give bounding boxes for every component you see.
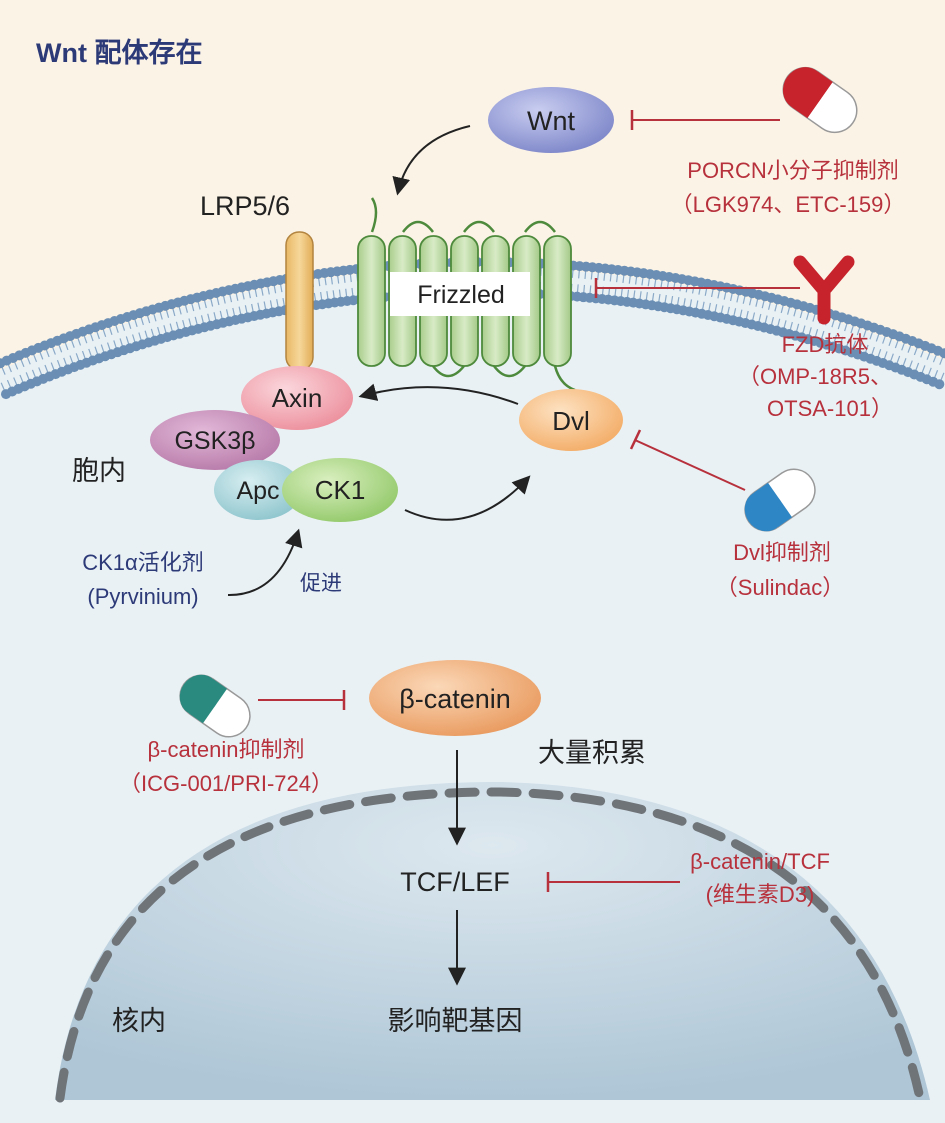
beta-catenin-protein: [369, 660, 541, 736]
frizzled-label: Frizzled: [417, 281, 505, 309]
frizzled-receptor: [357, 197, 576, 392]
axin-protein: [241, 366, 353, 430]
porcn-inhibitor-capsule-icon: [782, 66, 858, 134]
dvl-inhibition-bar: [629, 429, 642, 450]
dvl-inhibition-line: [634, 439, 746, 491]
accumulation-label: 大量积累: [538, 738, 646, 768]
nucleus-label: 核内: [112, 1006, 166, 1036]
fzd-antibody-icon: [793, 255, 855, 325]
beta-catenin-inhibitor-capsule-icon: [179, 674, 251, 738]
ck1-protein: [282, 458, 398, 522]
dvl-inhibitor-capsule-icon: [744, 468, 816, 532]
dvl-label: Dvl: [552, 406, 590, 436]
beta-catenin-inhibitor-examples: （ICG-001/PRI-724）: [119, 771, 333, 796]
porcn-inhibitor-examples: （LGK974、ETC-159）: [671, 192, 906, 217]
nuclear-envelope: [55, 787, 925, 1103]
wnt-to-frizzled-arrow: [392, 125, 471, 196]
dvl-inhibitor-name: Dvl抑制剂: [733, 540, 831, 565]
ck1-label: CK1: [315, 475, 366, 505]
lrp-label: LRP5/6: [200, 191, 290, 221]
phospholipid-head: [934, 379, 945, 390]
dvl-to-axin-arrow: [358, 383, 519, 405]
tcf-lef-label: TCF/LEF: [400, 867, 510, 897]
cytoplasm-label: 胞内: [72, 456, 126, 486]
ck1a-activation-arrow: [227, 528, 303, 597]
fzd-antibody-name: FZD抗体: [782, 332, 869, 357]
ck1a-activator-examples: (Pyrvinium): [87, 584, 198, 609]
apc-label: Apc: [236, 477, 279, 505]
ck1a-activation-label: 促进: [300, 572, 342, 595]
gsk3b-protein: [150, 410, 280, 470]
ck1-to-dvl-arrow: [404, 475, 531, 521]
phospholipid-head: [939, 348, 945, 359]
wnt-label: Wnt: [527, 106, 576, 136]
axin-label: Axin: [272, 383, 323, 413]
fzd-antibody-examples-1: （OMP-18R5、: [738, 364, 892, 389]
tcf-inhibitor-name: β-catenin/TCF: [690, 849, 830, 874]
dvl-protein: [519, 389, 623, 451]
dvl-inhibitor-examples: （Sulindac）: [716, 575, 844, 600]
apc-protein: [214, 460, 302, 520]
beta-catenin-inhibitor-name: β-catenin抑制剂: [148, 737, 305, 762]
gsk3b-label: GSK3β: [174, 427, 255, 455]
fzd-antibody-examples-2: OTSA-101）: [767, 396, 893, 421]
diagram-title: Wnt 配体存在: [36, 38, 202, 68]
wnt-ligand: [488, 87, 614, 153]
ck1a-activator-name: CK1α活化剂: [82, 550, 204, 575]
nucleus: [55, 781, 930, 1100]
lrp-receptor: [285, 231, 314, 371]
tcf-inhibitor-examples: (维生素D3): [706, 882, 815, 907]
target-genes-label: 影响靶基因: [388, 1006, 523, 1036]
porcn-inhibitor-name: PORCN小分子抑制剂: [687, 158, 898, 183]
beta-catenin-label: β-catenin: [399, 684, 511, 714]
